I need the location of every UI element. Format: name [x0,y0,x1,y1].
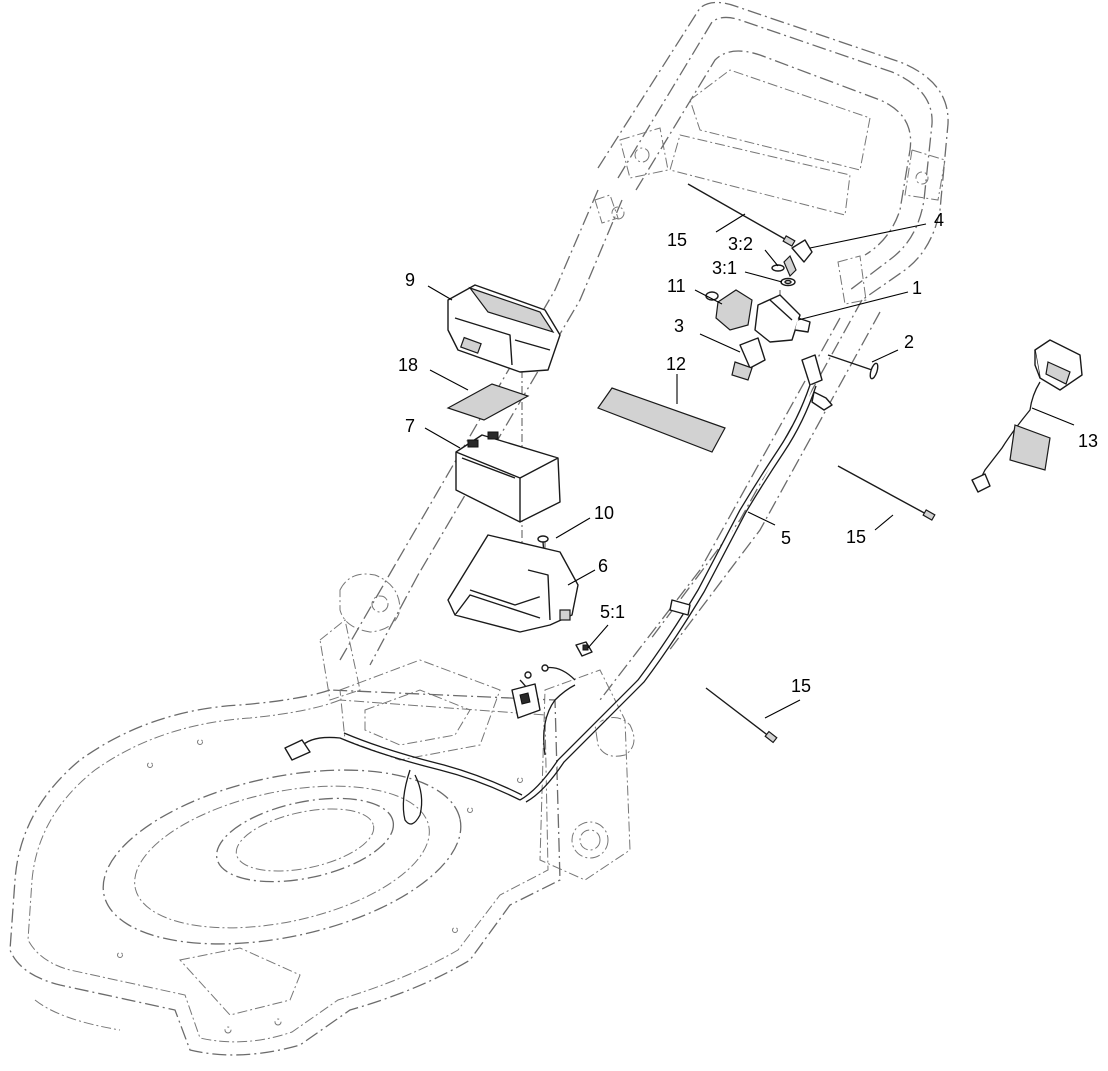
callout-15-bottom: 15 [791,676,811,696]
callout-2: 2 [904,332,914,352]
cable-tie-part-15-top [687,183,796,247]
callout-7: 7 [405,416,415,436]
callout-3-1: 3:1 [712,258,737,278]
pad-part-18 [446,383,530,421]
callout-11: 11 [667,276,686,296]
callout-15-top: 15 [667,230,687,250]
key-part-4 [783,239,813,278]
battery-tray-part-6 [447,534,579,633]
charger-part-13 [971,339,1083,493]
callout-3: 3 [674,316,684,336]
callout-12: 12 [666,354,686,374]
bolt-part-2 [827,354,879,380]
leader-lines [424,213,1075,719]
callout-9: 9 [405,270,415,290]
nut-part-3-2 [771,264,785,272]
callout-5-1: 5:1 [600,602,625,622]
decal-part-12 [597,387,726,453]
cable-tie-part-15-right [837,465,936,521]
callout-6: 6 [598,556,608,576]
washer-part-3-1 [780,277,796,287]
callout-18: 18 [398,355,418,375]
connector-part-5-1 [575,641,593,657]
cable-tie-part-15-bottom [705,687,778,744]
callout-4: 4 [934,210,944,230]
callout-10: 10 [594,503,614,523]
switch-housing-part-1 [754,294,811,343]
callout-1: 1 [912,278,922,298]
battery-cover-part-9 [447,284,561,373]
callout-labels: 15 4 3:2 3:1 11 1 3 2 12 13 5 15 15 9 18… [398,210,1098,696]
battery-part-7 [455,431,561,523]
ignition-switch-part-3 [731,337,766,381]
key-decal-part-11 [705,289,753,331]
mower-phantom-outline [9,1,949,1056]
callout-15-right: 15 [846,527,866,547]
wire-harness-part-5 [284,354,833,825]
callout-13: 13 [1078,431,1098,451]
callout-3-2: 3:2 [728,234,753,254]
callout-5: 5 [781,528,791,548]
